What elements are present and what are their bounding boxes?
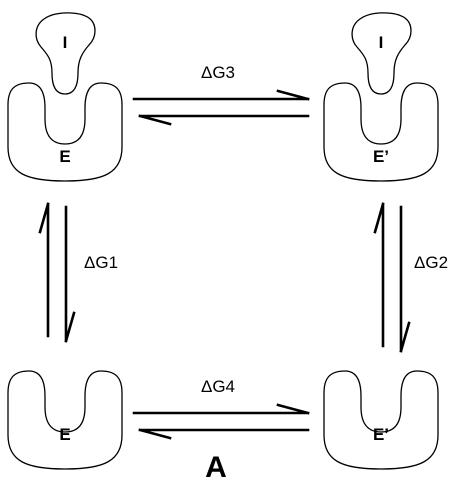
enzyme-shape [7, 82, 123, 182]
up-arrow [38, 202, 50, 338]
equilibrium-label: ΔG4 [201, 377, 235, 396]
inhibitor-label: I [379, 33, 384, 52]
enzyme-shape [323, 370, 439, 470]
inhibitor-label: I [63, 33, 68, 52]
enzyme-label: E’ [373, 425, 389, 444]
equilibrium-left: ΔG1 [38, 202, 118, 343]
forward-arrow [132, 403, 310, 415]
inhibitor-top-left: I [35, 12, 96, 95]
equilibrium-label: ΔG2 [414, 253, 448, 272]
equilibrium-bottom: ΔG4 [132, 377, 310, 440]
reverse-arrow [138, 428, 310, 440]
inhibitor-top-right: I [351, 12, 412, 95]
enzyme-shape [7, 370, 123, 470]
enzyme-label: E [59, 425, 70, 444]
state-bottom-left: E [7, 370, 123, 470]
panel-label: A [205, 451, 227, 483]
inhibitor-shape [351, 12, 412, 95]
inhibitor-shape [35, 12, 96, 95]
reverse-arrow [138, 114, 310, 126]
up-arrow [373, 202, 385, 348]
state-top-right: E’ [323, 82, 439, 182]
equilibrium-label: ΔG3 [201, 63, 235, 82]
equilibrium-top: ΔG3 [132, 63, 310, 126]
equilibrium-right: ΔG2 [373, 202, 448, 353]
down-arrow [64, 205, 76, 343]
enzyme-label: E [59, 147, 70, 166]
enzyme-shape [323, 82, 439, 182]
forward-arrow [132, 89, 310, 101]
state-top-left: E [7, 82, 123, 182]
equilibrium-label: ΔG1 [84, 253, 118, 272]
state-bottom-right: E’ [323, 370, 439, 470]
enzyme-label: E’ [373, 147, 389, 166]
down-arrow [399, 205, 411, 353]
